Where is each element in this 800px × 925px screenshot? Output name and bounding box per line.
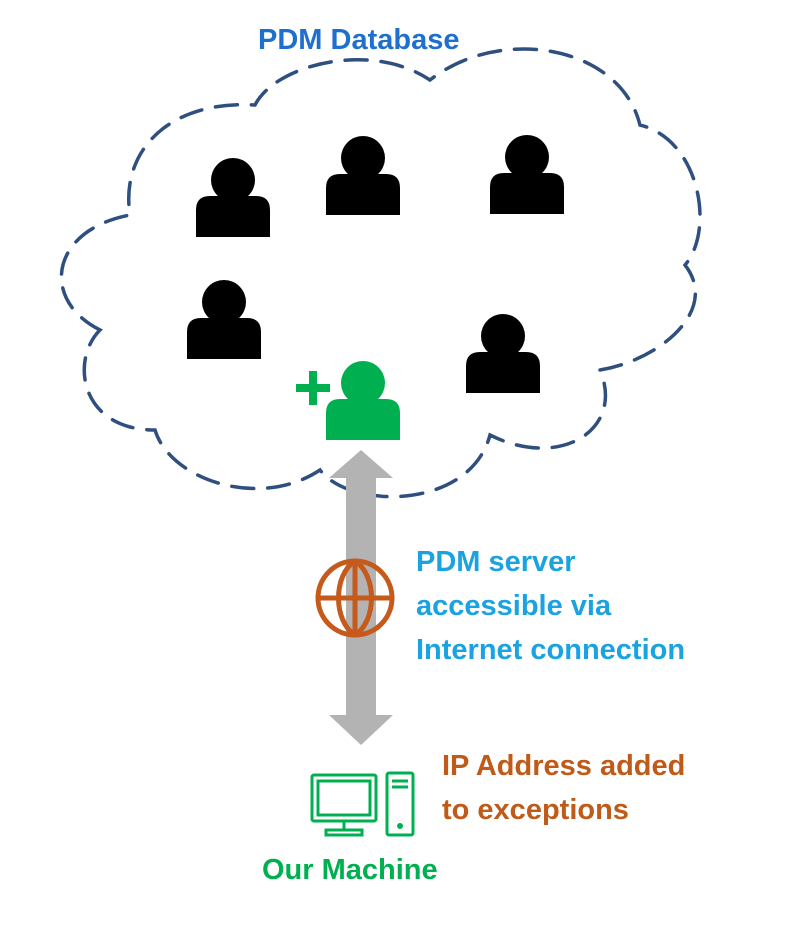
- connection-label-line: Internet connection: [416, 634, 686, 666]
- exception-label-line: to exceptions: [442, 794, 629, 826]
- user-icon: [196, 158, 270, 237]
- user-icon: [490, 135, 564, 214]
- globe-icon: [315, 558, 395, 638]
- cloud-title: PDM Database: [258, 24, 460, 56]
- computer-icon: [310, 771, 415, 837]
- cloud-outline: [59, 47, 702, 499]
- exception-label: IP Address added to exceptions: [442, 744, 685, 832]
- connection-label-line: accessible via: [416, 590, 612, 622]
- user-icon: [326, 136, 400, 215]
- connection-label-line: PDM server: [416, 546, 576, 578]
- exception-label-line: IP Address added: [442, 750, 686, 782]
- user-icon: [187, 280, 261, 359]
- add-user-icon: [296, 361, 400, 440]
- user-icon: [466, 314, 540, 393]
- connection-label: PDM server accessible via Internet conne…: [416, 540, 685, 672]
- machine-label: Our Machine: [262, 854, 438, 886]
